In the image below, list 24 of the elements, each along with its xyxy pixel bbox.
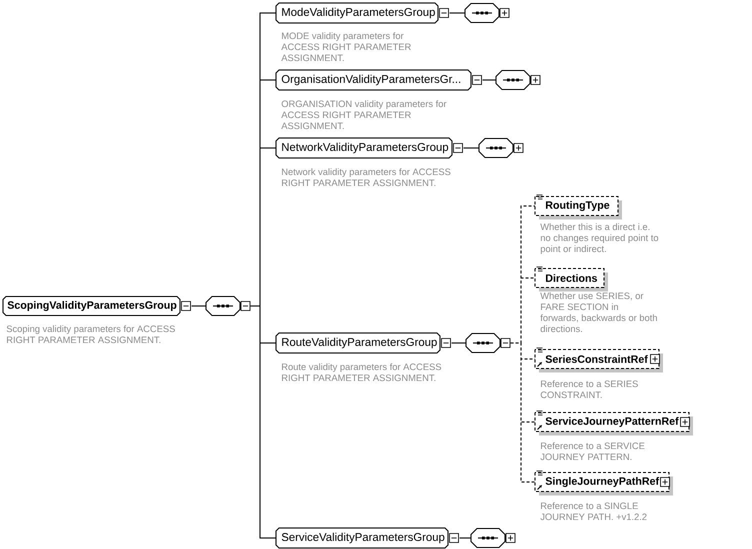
description-text: Reference to a SERVICE JOURNEY PATTERN.	[540, 442, 644, 460]
description-text: Whether use SERIES, or FARE SECTION in forwards, backwards or both directions.	[540, 292, 657, 332]
element-box: SingleJourneyPathRef	[534, 472, 673, 496]
description-text: Scoping validity parameters for ACCESS RIGHT PARAMETER ASSIGNMENT.	[6, 325, 175, 344]
connector-line	[449, 12, 466, 14]
description-text: Whether this is a direct i.e. no changes required point to point or indirect.	[540, 223, 658, 254]
group-box: OrganisationValidityParametersGr...	[276, 70, 472, 90]
element-box: Directions	[534, 268, 608, 292]
group-box: ServiceValidityParametersGroup	[276, 528, 448, 548]
element-box: RoutingType	[534, 196, 622, 220]
element-box: SeriesConstraintRef	[534, 349, 663, 372]
group-box: RouteValidityParametersGroup	[276, 332, 440, 354]
connector-line	[451, 342, 466, 344]
description-text: Reference to a SINGLE JOURNEY PATH. +v1.2.2	[540, 502, 647, 520]
description-text: Route validity parameters for ACCESS RIGHT PARAMETER ASSIGNMENT.	[282, 363, 442, 382]
element-box: ServiceJourneyPatternRef	[534, 412, 694, 436]
group-box: ModeValidityParametersGroup	[276, 2, 438, 24]
description-text: ORGANISATION validity parameters for ACCESS RIGHT PARAMETER ASSIGNMENT.	[281, 100, 446, 130]
description-text: Reference to a SERIES CONSTRAINT.	[540, 380, 638, 398]
description-text: Network validity parameters for ACCESS RIGHT PARAMETER ASSIGNMENT.	[282, 168, 450, 186]
description-text: MODE validity parameters for ACCESS RIGHT PARAMETER ASSIGNMENT.	[281, 32, 411, 62]
connector-line	[510, 342, 536, 482]
connector-line	[250, 306, 276, 538]
group-box: NetworkValidityParametersGroup	[276, 138, 452, 158]
